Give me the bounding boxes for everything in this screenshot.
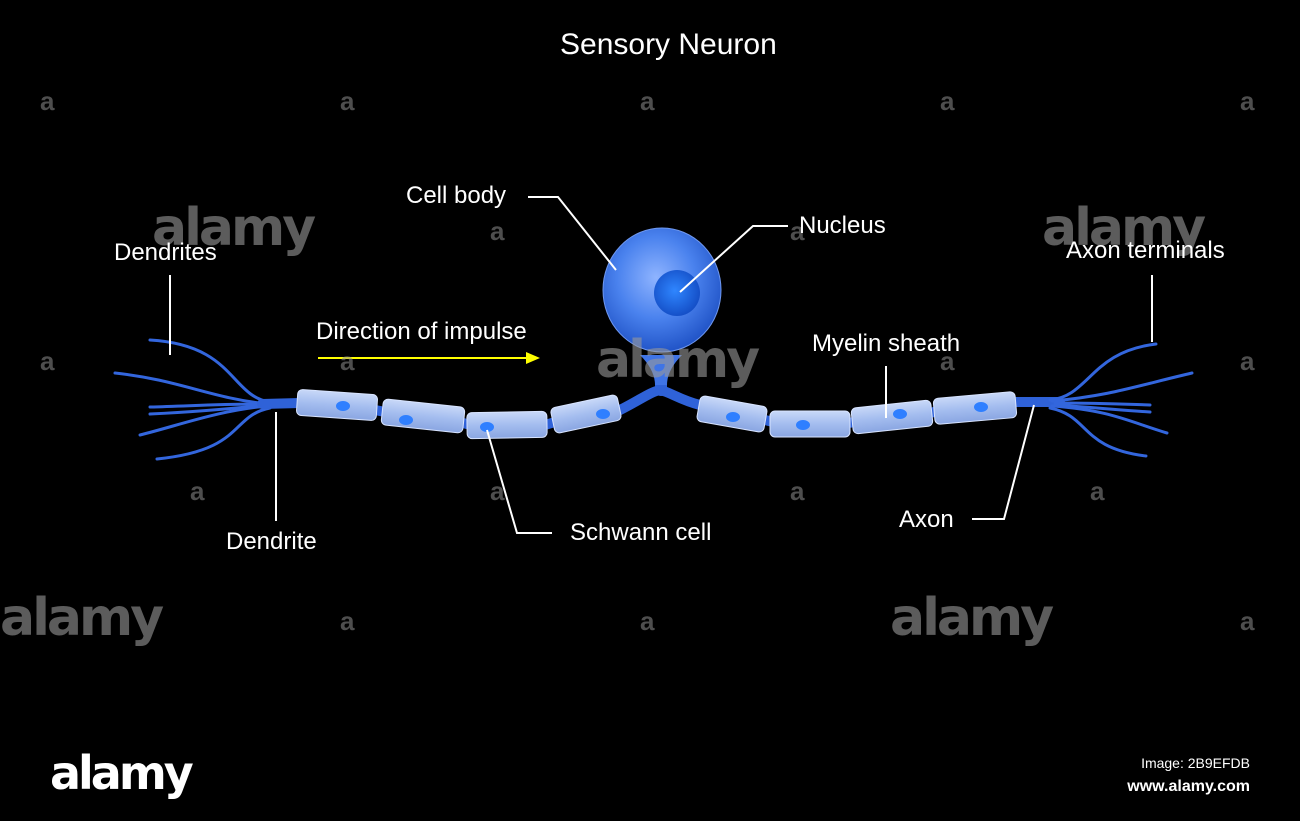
watermark-a: a [340,346,355,376]
watermark-a: a [340,86,355,116]
watermark-a: a [1240,346,1255,376]
schwann-nuclei [336,401,988,432]
label-direction-of-impulse: Direction of impulse [316,318,527,345]
cell-body-stalk [640,355,682,385]
axon-terminals-right [1048,342,1194,458]
site-url: www.alamy.com [1127,778,1250,795]
watermark-brand: alamy [152,198,316,258]
label-axon: Axon [899,506,954,533]
watermark-brand: alamy [1042,198,1206,258]
watermark-a: a [640,606,655,636]
watermark-brand: alamy [596,330,760,390]
leader-lines [169,196,1153,534]
label-schwann-cell: Schwann cell [570,519,712,546]
watermark-a: a [490,216,505,246]
label-nucleus: Nucleus [799,212,886,239]
watermark-a: a [1240,606,1255,636]
label-dendrite: Dendrite [226,528,317,555]
watermark-brand: alamy [890,588,1054,648]
label-myelin-sheath: Myelin sheath [812,330,961,357]
label-axon-terminals: Axon terminals [1066,237,1225,264]
dendrites-left [113,338,272,461]
page-title: Sensory Neuron [560,28,777,61]
direction-arrow [318,352,540,364]
alamy-logo: alamy [50,746,194,800]
watermark-brand: alamy [0,588,164,648]
watermark-a: a [790,476,805,506]
myelin-segments [296,389,1018,440]
image-id: Image: 2B9EFDB [1141,755,1250,771]
label-dendrites: Dendrites [114,239,217,266]
watermark-a: a [40,346,55,376]
watermark-a: a [190,476,205,506]
watermark-a: a [940,346,955,376]
watermark-a: a [640,86,655,116]
watermark-a: a [1090,476,1105,506]
watermark-a: a [340,606,355,636]
watermark-a: a [1240,86,1255,116]
watermark-a: a [490,476,505,506]
label-cell-body: Cell body [406,182,507,209]
watermark-a: a [940,86,955,116]
watermark-a: a [40,86,55,116]
nucleus [654,270,700,316]
watermark-a: a [790,216,805,246]
